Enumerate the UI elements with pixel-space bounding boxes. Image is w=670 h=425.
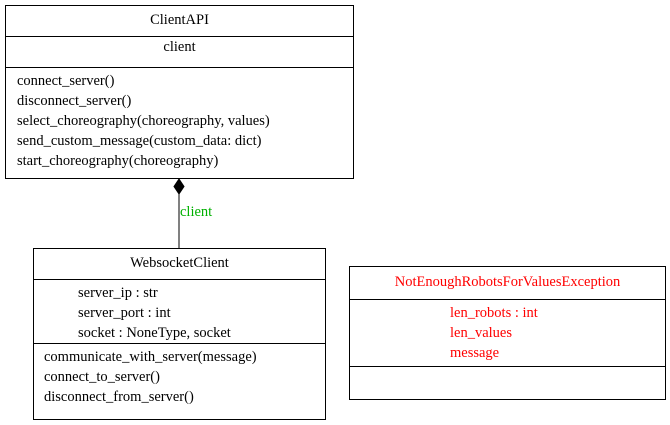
class-name: ClientAPI bbox=[150, 12, 209, 28]
operation: send_custom_message(custom_data: dict) bbox=[17, 133, 262, 149]
attributes-section: client bbox=[6, 36, 353, 67]
operation: start_choreography(choreography) bbox=[17, 153, 219, 169]
operation: disconnect_from_server() bbox=[44, 389, 194, 405]
operations-section bbox=[350, 366, 665, 367]
attribute: socket : NoneType, socket bbox=[78, 325, 231, 341]
class-websocket-client: WebsocketClient server_ip : str server_p… bbox=[33, 248, 326, 420]
class-name: NotEnoughRobotsForValuesException bbox=[394, 274, 621, 290]
composition-diamond bbox=[173, 178, 185, 195]
class-not-enough-robots-exception: NotEnoughRobotsForValuesException len_ro… bbox=[349, 266, 666, 400]
attribute: server_port : int bbox=[78, 305, 171, 321]
attributes-section: len_robots : int len_values message bbox=[350, 299, 665, 366]
attribute: message bbox=[450, 345, 500, 361]
operations-section: connect_server() disconnect_server() sel… bbox=[6, 67, 353, 171]
attribute: len_values bbox=[450, 325, 513, 341]
operation: connect_to_server() bbox=[44, 369, 160, 385]
operation: disconnect_server() bbox=[17, 93, 132, 109]
attributes-section: server_ip : str server_port : int socket… bbox=[34, 279, 325, 343]
association-label: client bbox=[180, 204, 213, 220]
attribute: len_robots : int bbox=[450, 305, 538, 321]
operation: select_choreography(choreography, values… bbox=[17, 113, 270, 129]
attribute: client bbox=[163, 39, 196, 55]
class-client-api: ClientAPI client connect_server() discon… bbox=[5, 5, 354, 179]
attribute: server_ip : str bbox=[78, 285, 158, 301]
operation: connect_server() bbox=[17, 73, 115, 89]
class-name: WebsocketClient bbox=[130, 255, 229, 271]
operations-section: communicate_with_server(message) connect… bbox=[34, 343, 325, 407]
operation: communicate_with_server(message) bbox=[44, 349, 257, 365]
